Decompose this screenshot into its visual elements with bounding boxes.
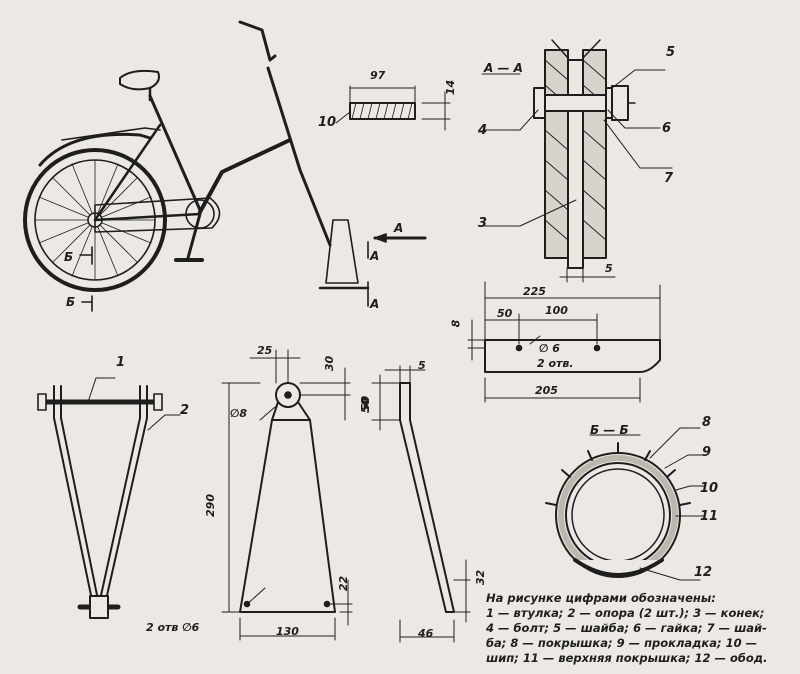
dimension-8: 8 <box>449 319 463 328</box>
rear-rack <box>61 127 161 141</box>
dimension-32: 32 <box>474 569 488 586</box>
callout-12: 12 <box>694 565 713 580</box>
section-b-b <box>545 427 706 581</box>
callout-7: 7 <box>664 171 674 186</box>
legend-line: 4 — болт; 5 — шайба; 6 — гайка; 7 — шай- <box>486 621 767 635</box>
dimension-5: 5 <box>605 262 613 275</box>
legend: На рисунке цифрами обозначены: 1 — втулк… <box>486 591 796 666</box>
fork <box>298 168 332 247</box>
view-label-b: Б <box>66 295 76 309</box>
chain-stay <box>93 212 202 222</box>
view-label-a: А <box>370 249 380 263</box>
seat-stay <box>93 123 162 222</box>
legend-line: шип; 11 — верхняя покрышка; 12 — обод. <box>486 651 768 665</box>
dimension-5: 5 <box>418 359 426 372</box>
dimension-97: 97 <box>370 69 386 82</box>
main-frame <box>198 138 292 214</box>
callout-10-pin: 10 <box>318 115 337 130</box>
support-side-drawing <box>371 365 471 643</box>
view-label-a: А <box>394 221 404 235</box>
dimension-30: 30 <box>323 355 337 372</box>
seat-tube <box>148 94 202 212</box>
crank-arm <box>186 212 202 260</box>
dimension-130: 130 <box>276 625 299 638</box>
callout-5: 5 <box>666 45 676 60</box>
callout-9: 9 <box>702 445 712 460</box>
pad-plate-drawing <box>467 281 661 403</box>
callout-8: 8 <box>702 415 712 430</box>
legend-title: На рисунке цифрами обозначены: <box>486 591 716 605</box>
view-label-a: А <box>370 297 380 311</box>
supports-front-view <box>37 377 181 619</box>
legend-line: ба; 8 — покрышка; 9 — прокладка; 10 — <box>486 636 758 650</box>
holes-spec: 2 отв ∅6 <box>146 621 200 634</box>
head-tube <box>266 66 302 172</box>
pin-drawing <box>335 85 451 131</box>
rear-fender <box>38 132 152 167</box>
support-triangle-drawing <box>221 349 353 641</box>
dimension-205: 205 <box>535 384 558 397</box>
legend-line: 1 — втулка; 2 — опора (2 шт.); 3 — конек… <box>486 606 765 620</box>
bicycle-illustration <box>23 20 427 312</box>
dimension-225: 225 <box>523 285 546 298</box>
dimension-25: 25 <box>257 344 273 357</box>
view-label-b: Б <box>64 250 74 264</box>
callout-2: 2 <box>180 403 190 418</box>
seat <box>119 69 160 91</box>
section-a-a <box>481 39 673 283</box>
section-a-a-title: А — А <box>484 61 523 75</box>
rear-wheel-tire <box>23 148 167 292</box>
section-b-b-title: Б — Б <box>590 423 629 437</box>
dimension-46: 46 <box>418 627 434 640</box>
callout-6: 6 <box>662 121 672 136</box>
callout-3: 3 <box>478 216 488 231</box>
dimension-290: 290 <box>203 494 217 517</box>
chain-guard <box>94 197 221 233</box>
callout-1: 1 <box>116 355 126 370</box>
dimension-100: 100 <box>545 304 568 317</box>
callout-10: 10 <box>700 481 719 496</box>
dimension-14: 14 <box>444 79 458 96</box>
handlebar <box>238 20 277 62</box>
dimension-50: 50 <box>497 307 513 320</box>
callout-4: 4 <box>478 123 488 138</box>
holes-count: 2 отв. <box>537 357 574 370</box>
dimension-50-side: 50 <box>359 395 373 412</box>
bicycle-stand-side <box>325 219 359 284</box>
dimension-hole-8: ∅8 <box>230 407 248 420</box>
dimension-hole-6: ∅ 6 <box>539 342 560 355</box>
dimension-22: 22 <box>337 575 351 592</box>
callout-11: 11 <box>700 509 719 524</box>
